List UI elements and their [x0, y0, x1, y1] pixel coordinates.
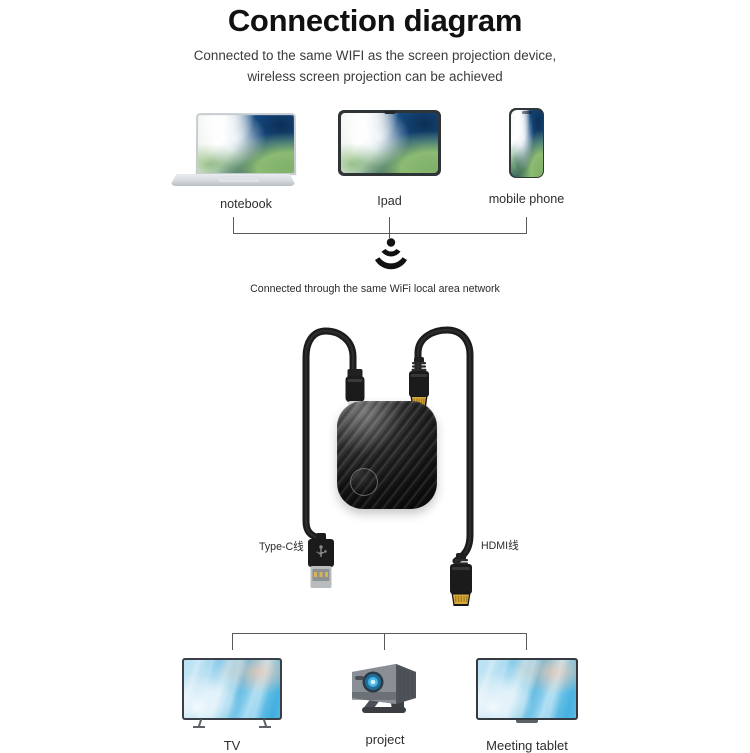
source-device-row: notebook Ipad mobile phone [0, 105, 750, 211]
tablet-screen-wallpaper [341, 113, 438, 173]
output-device-row: TV [0, 650, 750, 753]
laptop-trackpad [219, 176, 259, 182]
source-device-notebook: notebook [170, 113, 309, 211]
screen-projection-dongle[interactable] [337, 401, 437, 509]
hdmi-cable-label: HDMI线 [481, 540, 519, 552]
tv-foot-right [259, 726, 271, 728]
phone-screen-wallpaper [510, 109, 543, 177]
output-device-label: project [365, 732, 405, 747]
tablet-camera-icon [384, 111, 395, 114]
output-device-meeting-tablet: Meeting tablet [476, 658, 578, 753]
usb-type-a-plug [305, 533, 337, 595]
output-device-projector: project [342, 652, 428, 748]
meeting-tablet-screen-wallpaper [478, 660, 576, 718]
tv-foot-left [193, 726, 205, 728]
wifi-signal-icon [372, 238, 410, 270]
output-device-tv: TV [182, 658, 282, 753]
wifi-caption: Connected through the same WiFi local ar… [250, 283, 500, 295]
projector-icon [342, 652, 428, 722]
smartphone-icon [509, 108, 544, 178]
meeting-tablet-icon [476, 658, 578, 720]
tv-screen-wallpaper [184, 660, 280, 718]
laptop-icon [195, 113, 297, 176]
meeting-tablet-stand [516, 720, 538, 723]
output-device-label: Meeting tablet [486, 738, 568, 753]
page-subtitle: Connected to the same WIFI as the screen… [0, 45, 750, 87]
tv-icon [182, 658, 282, 720]
hdmi-cable [400, 325, 500, 575]
source-device-label: mobile phone [488, 192, 565, 206]
source-device-label: Ipad [377, 194, 402, 208]
laptop-screen-wallpaper [197, 115, 295, 174]
tablet-icon [338, 110, 441, 176]
source-device-mobile-phone: mobile phone [489, 108, 564, 206]
subtitle-line-2: wireless screen projection can be achiev… [247, 69, 503, 84]
type-c-cable [290, 325, 380, 575]
subtitle-line-1: Connected to the same WIFI as the screen… [193, 48, 557, 63]
pairing-button[interactable] [350, 468, 378, 496]
phone-camera-icon [521, 111, 532, 114]
page-title: Connection diagram [227, 3, 523, 38]
source-device-label: notebook [220, 197, 272, 211]
hdmi-plug-bottom [443, 553, 479, 615]
output-device-label: TV [223, 738, 241, 753]
type-c-cable-label: Type-C线 [259, 541, 304, 553]
source-device-ipad: Ipad [338, 110, 441, 208]
